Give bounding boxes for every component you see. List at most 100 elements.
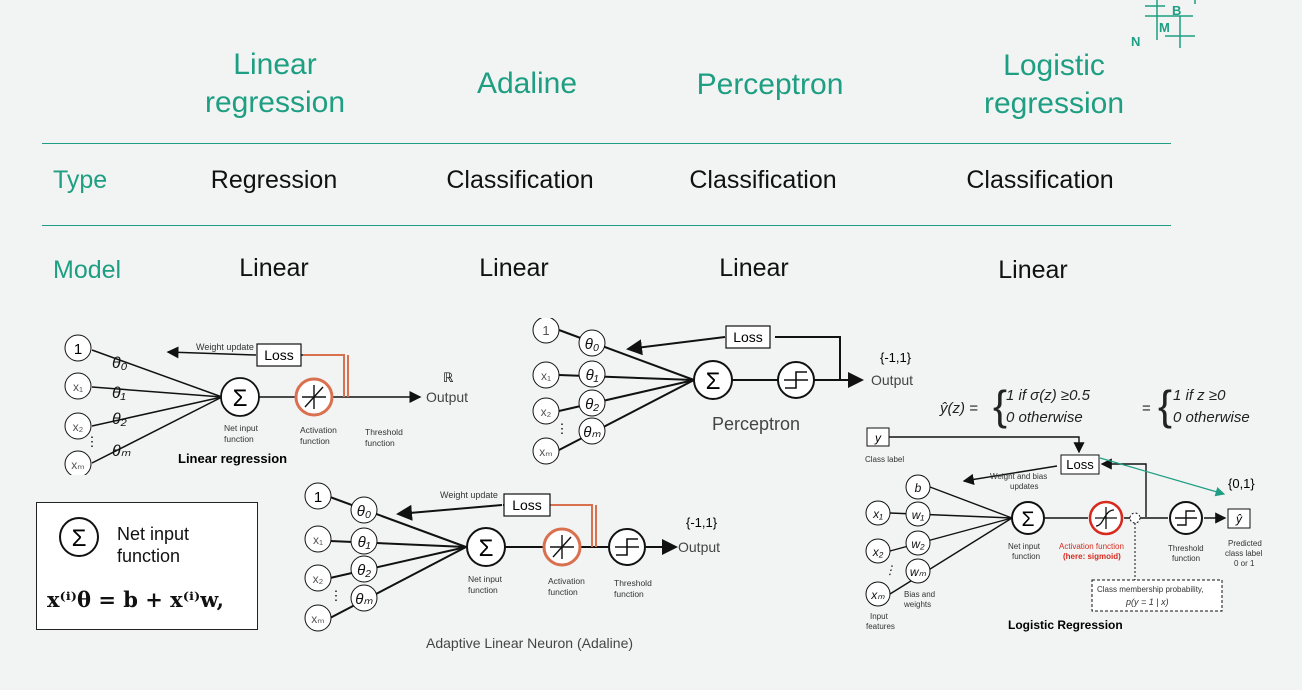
weight-label: θ₁ [586,367,599,384]
col-title-perceptron: Perceptron [696,68,844,101]
class-label-text: Class label [865,455,904,464]
input-node [64,412,92,440]
weights-bias-label: updates [1010,482,1038,491]
input-features-label: features [866,622,895,631]
output-label: Output [871,372,913,388]
weight-node [350,584,378,612]
input-label: x₁ [872,507,883,521]
col-title-logistic-regression: Logistic regression [944,47,1164,123]
sum-node [220,377,260,417]
col-title-line: Linear [233,48,317,81]
model-linear-regression: Linear [239,254,309,282]
net-input-label: function [468,585,498,595]
weight-label: θ₂ [357,562,371,579]
input-node [532,361,560,389]
input-label: xₘ [870,588,885,602]
type-logistic-regression: Classification [966,166,1114,194]
weight-node [350,527,378,555]
brace: { [993,382,1007,429]
ellipsis: ⋮ [86,434,99,449]
weight-label: θ₀ [585,336,599,353]
input-label: xₘ [71,458,84,472]
y-label: y [874,431,882,445]
input-label: x₂ [541,405,552,419]
loss-label: Loss [512,497,542,513]
threshold-label: function [614,589,644,599]
sum-node [466,527,506,567]
weight-label: w₂ [911,537,925,551]
threshold-label: Threshold [365,427,403,437]
net-input-formula: x⁽ⁱ⁾θ = b + x⁽ⁱ⁾w, [47,587,224,612]
weight-node [578,417,606,445]
threshold-label: function [365,438,395,448]
weight-label: θ₁ [112,385,126,402]
divider [42,225,1171,226]
ellipsis: ⋮ [884,563,896,577]
loss-box [503,493,551,517]
membership-label: p(y = 1 | x) [1125,597,1169,607]
weight-label: θₘ [583,424,601,441]
input-label: x₂ [313,572,324,586]
net-input-label: function [1012,552,1040,561]
threshold-label: function [1172,554,1200,563]
output-set-label: ℝ [443,370,454,385]
input-node [532,397,560,425]
predicted-label: Predicted [1228,539,1262,548]
weight-label: θ₂ [112,411,127,428]
weight-label: wₘ [910,565,927,579]
weight-label: w₁ [912,508,925,522]
predicted-label: class label [1225,549,1263,558]
formula-lhs: ŷ(z) = [939,400,978,417]
sum-node [693,360,733,400]
net-input-label: function [224,434,254,444]
type-linear-regression: Regression [210,166,338,194]
input-label: x₂ [73,420,84,434]
loss-label: Loss [733,329,763,345]
diagram-caption: Linear regression [178,451,287,466]
divider [42,143,1171,144]
input-node [64,372,92,400]
input-label: x₁ [541,369,551,383]
weight-node [578,329,606,357]
weight-label: θₘ [112,443,131,460]
output-set-label: {-1,1} [880,350,912,365]
logo-letter-n: N [1131,34,1140,49]
net-input-label: Net input [1008,542,1041,551]
input-label: xₘ [311,612,324,626]
loss-label: Loss [264,347,294,363]
membership-box [1091,579,1223,612]
input-node [865,500,891,526]
weight-node [578,389,606,417]
weight-update-label: Weight update [440,490,498,500]
row-label-model: Model [53,256,122,284]
col-title-linear-regression: Linear regression [165,46,385,122]
diagram-caption: Perceptron [712,414,800,434]
yhat-label: ŷ [1235,512,1243,526]
weight-node [905,501,931,527]
prediction-box [1227,508,1251,529]
weight-label: θₘ [355,591,373,608]
weight-node [350,496,378,524]
net-input-line: Net input [117,524,190,544]
weight-update-label: Weight update [196,342,254,352]
weight-node [905,558,931,584]
logo-letter-m: M [1159,20,1170,35]
output-label: Output [426,389,468,405]
type-perceptron: Classification [689,166,837,194]
net-input-line: function [117,546,181,566]
input-label: x₁ [313,533,323,547]
logistic-regression-diagram: ŷ(z) = { 1 if σ(z) ≥0.5 0 otherwise = { … [865,382,1263,632]
input-label: 1 [74,341,82,358]
input-node [304,604,332,632]
loss-box [725,325,771,349]
input-node [532,318,560,344]
net-input-formula-box: Σ Net input function x⁽ⁱ⁾θ = b + x⁽ⁱ⁾w, [36,502,258,630]
input-node [64,450,92,475]
sigma-icon: Σ [1022,508,1035,531]
output-set-label: {-1,1} [686,515,718,530]
sum-node [1011,501,1045,535]
logo-letter-b: B [1172,3,1181,18]
weight-node [905,530,931,556]
weight-label: θ₀ [357,503,371,520]
